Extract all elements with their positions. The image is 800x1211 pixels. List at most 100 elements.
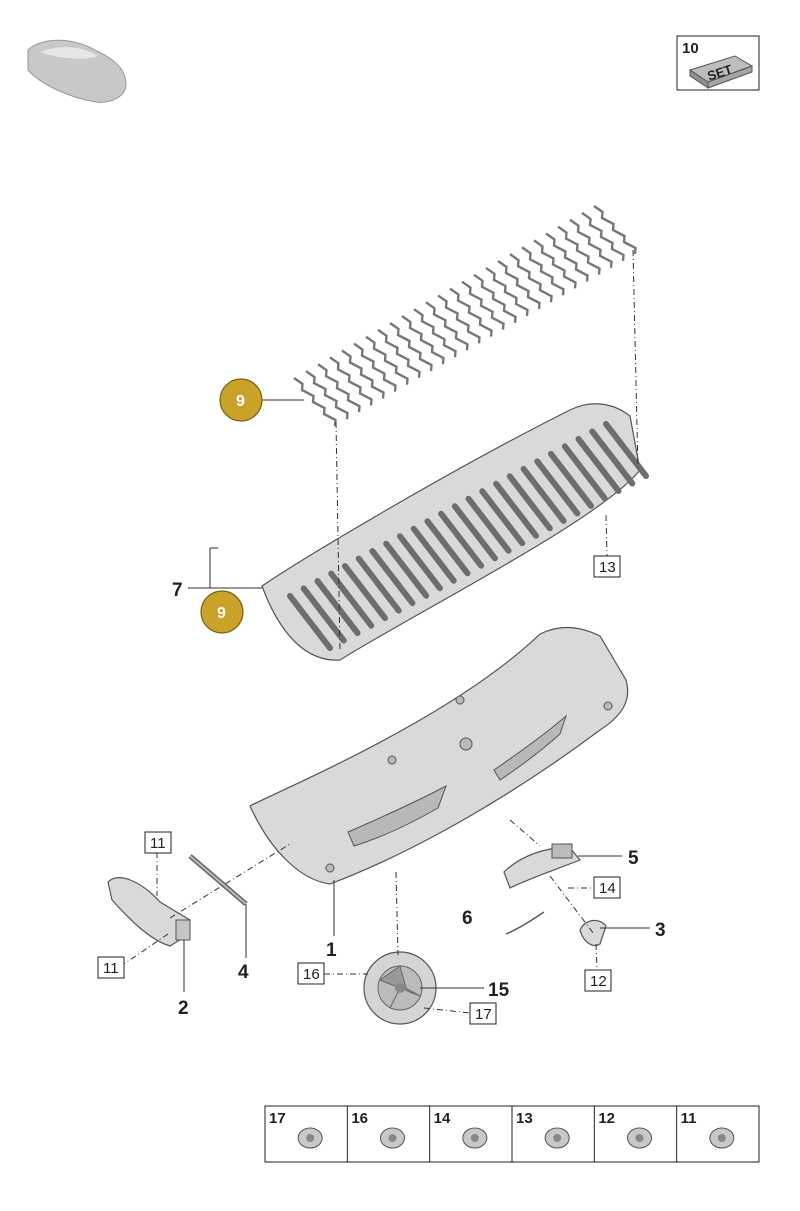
- actuator-unit: [503, 843, 581, 889]
- grille-slat: [545, 232, 589, 282]
- fastener-number: 16: [351, 1110, 368, 1127]
- boxed-ref-14: 14: [593, 876, 621, 899]
- fastener-number: 13: [516, 1110, 533, 1127]
- grille-rib: [300, 585, 347, 644]
- grille-rib: [465, 495, 512, 554]
- fastener-number: 17: [269, 1110, 286, 1127]
- grille-slat: [329, 356, 373, 406]
- grille-slats: [293, 205, 637, 427]
- hinge-bracket: [107, 877, 191, 947]
- svg-text:11: 11: [103, 960, 119, 977]
- boxed-ref-11-bottom: 11: [97, 956, 125, 979]
- callout-5: 5: [628, 848, 639, 869]
- boxed-ref-16: 16: [297, 962, 325, 985]
- grille-rib: [451, 503, 498, 562]
- grille-rib: [438, 510, 485, 569]
- gas-strut: [188, 854, 248, 906]
- grille-slat: [509, 253, 553, 303]
- grille-rib: [561, 443, 608, 502]
- grille-slat: [473, 273, 517, 323]
- svg-text:9: 9: [217, 605, 226, 622]
- callout-7: 7: [172, 580, 183, 601]
- grille-slat: [305, 370, 349, 420]
- leader-lines: [183, 399, 650, 992]
- svg-text:17: 17: [475, 1006, 492, 1023]
- grille-rib: [396, 533, 443, 592]
- grille-slat: [593, 205, 637, 255]
- callout-1: 1: [326, 940, 337, 961]
- grille-rib: [410, 525, 457, 584]
- svg-text:9: 9: [236, 393, 245, 410]
- grille-slat: [461, 280, 505, 330]
- assembly-lines: [123, 249, 639, 1014]
- fastener-number: 11: [681, 1110, 697, 1127]
- grille-rib: [342, 563, 388, 622]
- svg-text:16: 16: [303, 966, 320, 983]
- grille-frame: [261, 403, 649, 661]
- grille-slat: [425, 301, 469, 351]
- grille-slat: [353, 342, 397, 392]
- grille-rib: [603, 421, 649, 479]
- grille-rib: [548, 450, 594, 509]
- fastener-table: 17 16 14 13 12 11: [264, 1105, 760, 1163]
- base-panel: [249, 626, 629, 885]
- boxed-ref-13: 13: [593, 555, 621, 578]
- boxed-ref-12: 12: [584, 969, 612, 992]
- mount-bracket: [579, 919, 607, 947]
- set-badge-label: SET: [705, 62, 734, 84]
- long-bolt-icon: [462, 1127, 488, 1149]
- grille-rib: [575, 436, 622, 494]
- grille-rib: [328, 570, 375, 629]
- callout-15: 15: [488, 980, 510, 1001]
- set-badge: 10 SET: [676, 35, 760, 91]
- grille-slat: [401, 315, 445, 365]
- grille-slat: [389, 321, 433, 372]
- grille-rib: [589, 428, 636, 487]
- fastener-number: 12: [598, 1110, 615, 1127]
- callout-6: 6: [462, 908, 473, 929]
- grille-slat: [413, 308, 457, 358]
- grille-rib: [369, 548, 416, 607]
- grille-slat: [437, 294, 481, 344]
- grille-slat: [449, 287, 493, 337]
- grille-rib: [493, 480, 540, 539]
- grille-slat: [497, 260, 541, 310]
- flange-screw-icon: [709, 1127, 735, 1149]
- grille-rib: [424, 518, 471, 577]
- car-silhouette-icon: [27, 39, 127, 103]
- grille-rib: [520, 465, 567, 524]
- gold-badge-9-top: 9: [219, 378, 263, 422]
- grille-slat: [557, 225, 601, 275]
- grille-rib: [314, 578, 361, 636]
- push-clip-icon: [297, 1127, 323, 1149]
- callout-2: 2: [178, 998, 189, 1019]
- grille-slat: [293, 377, 337, 427]
- grille-slat: [377, 328, 421, 378]
- grille-slat: [581, 211, 625, 261]
- grille-rib: [479, 488, 526, 547]
- grille-slat: [533, 239, 577, 289]
- cable: [505, 911, 545, 935]
- grille-slat: [521, 246, 565, 296]
- fastener-number: 14: [434, 1110, 451, 1127]
- grille-rib: [383, 540, 430, 599]
- grille-rib: [287, 593, 333, 651]
- gold-badge-9-bottom: 9: [200, 590, 244, 634]
- boxed-ref-11-top: 11: [144, 831, 172, 854]
- svg-text:11: 11: [150, 835, 166, 852]
- svg-text:13: 13: [599, 559, 616, 576]
- threaded-nut-icon: [544, 1127, 570, 1149]
- set-badge-number: 10: [682, 40, 699, 57]
- expanding-rivet-icon: [380, 1127, 405, 1149]
- callout-4: 4: [238, 962, 249, 983]
- grille-slat: [569, 218, 613, 268]
- grille-rib: [506, 473, 553, 532]
- grille-slat: [341, 349, 385, 399]
- grille-slat: [485, 266, 529, 316]
- svg-text:12: 12: [590, 973, 607, 990]
- grille-rib: [534, 458, 581, 517]
- callout-3: 3: [655, 920, 666, 941]
- grille-rib: [355, 555, 402, 614]
- fan-unit: [363, 951, 437, 1025]
